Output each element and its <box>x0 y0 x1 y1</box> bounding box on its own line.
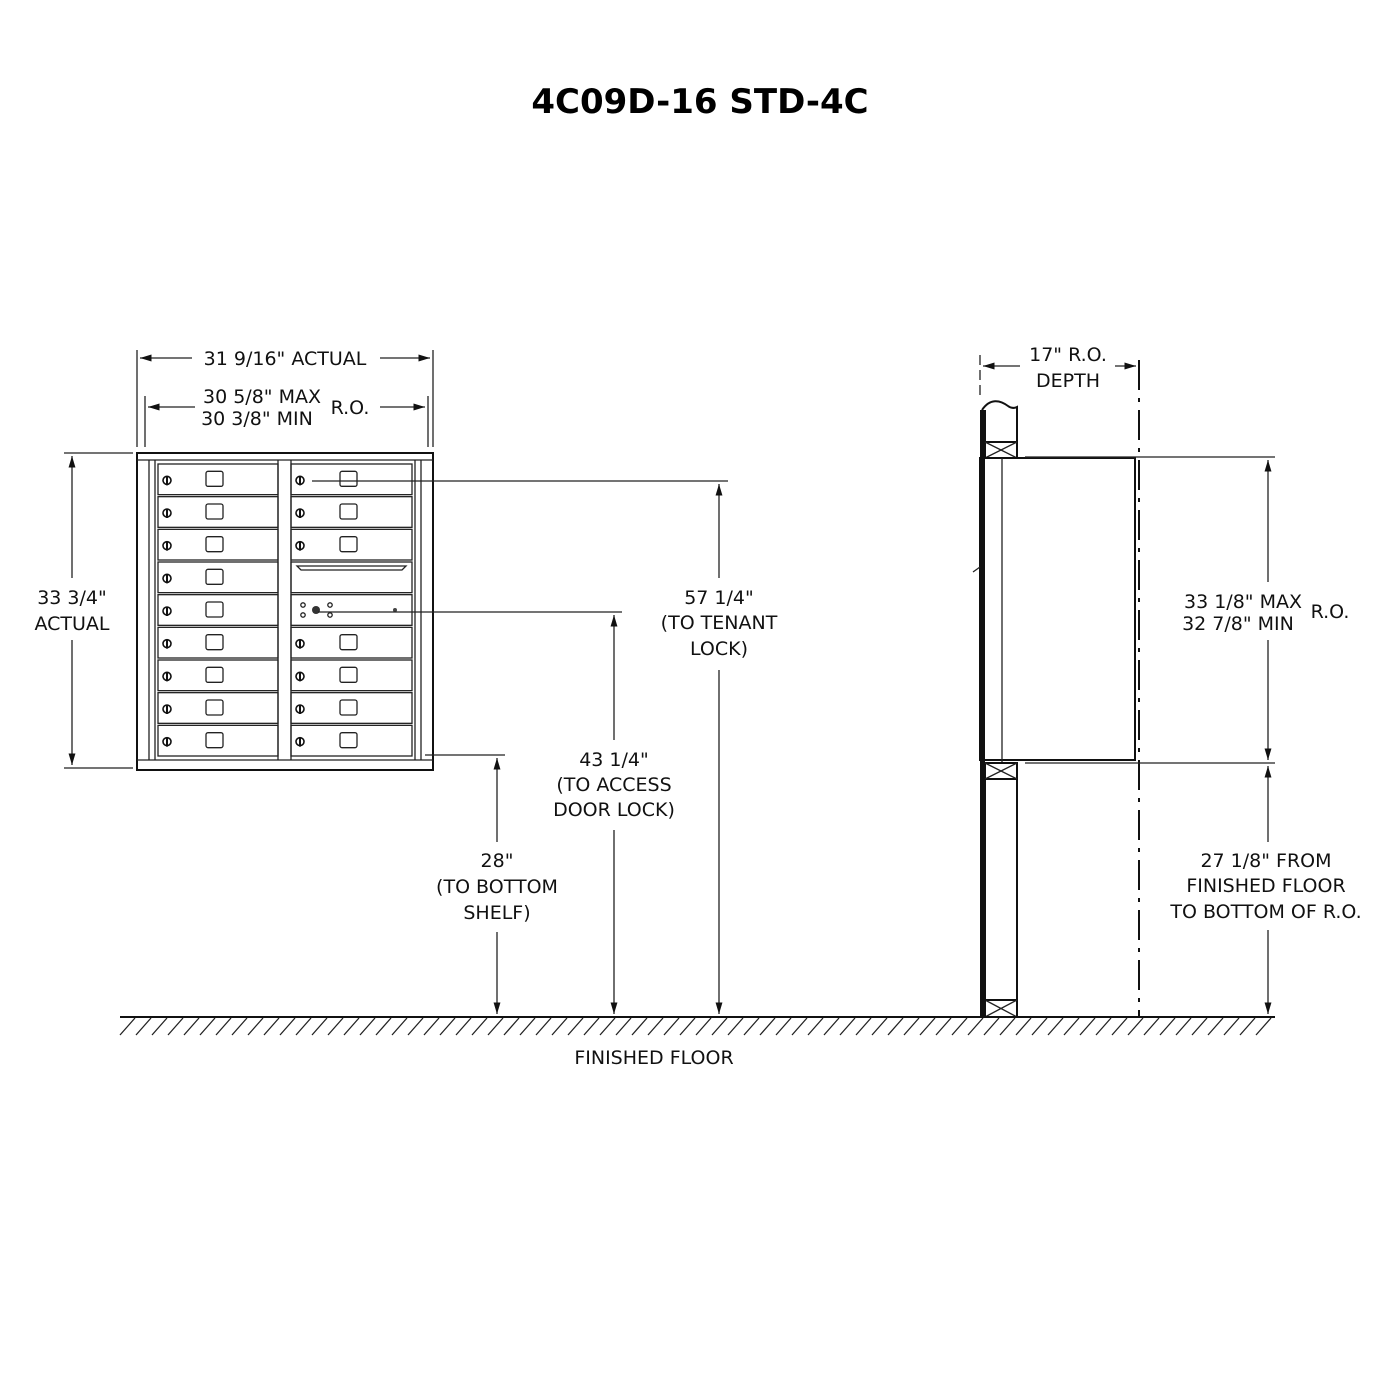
floor-label: FINISHED FLOOR <box>574 1047 733 1069</box>
side-view: 17" R.O. DEPTH 33 1/8" MAX 32 7/8" MIN R… <box>972 344 1362 1018</box>
stud-block-icon <box>984 762 1018 780</box>
width-actual: 31 9/16" ACTUAL <box>204 348 367 370</box>
compartment-door <box>290 692 413 724</box>
compartment-door <box>290 659 413 692</box>
height-actual-label: ACTUAL <box>34 613 109 635</box>
id-window-icon <box>205 666 224 683</box>
ro-height-min: 32 7/8" MIN <box>1182 613 1294 635</box>
id-window-icon <box>339 536 358 553</box>
id-window-icon <box>205 601 224 618</box>
tenant-lock-icon <box>162 704 172 714</box>
id-window-icon <box>205 699 224 716</box>
id-window-icon <box>339 634 358 651</box>
compartment-door <box>157 724 279 757</box>
floor-to-ro-label-1: FINISHED FLOOR <box>1186 875 1345 897</box>
tenant-lock-icon <box>295 508 305 518</box>
compartment-door <box>157 659 279 692</box>
tenant-lock-label-1: (TO TENANT <box>661 612 778 634</box>
tenant-lock-icon <box>295 704 305 714</box>
compartment-door <box>157 528 279 561</box>
compartment-door <box>290 626 413 659</box>
compartment-door <box>157 561 279 594</box>
id-window-icon <box>339 732 358 749</box>
ro-width-label: R.O. <box>331 397 370 419</box>
tenant-lock-icon <box>162 638 172 649</box>
id-window-icon <box>339 699 358 716</box>
stud-block-icon <box>984 999 1018 1018</box>
stud-block-icon <box>984 441 1018 459</box>
id-window-icon <box>205 634 224 651</box>
tenant-lock-icon <box>162 540 172 551</box>
id-window-icon <box>339 503 358 520</box>
compartment-door <box>290 496 413 528</box>
tenant-lock-icon <box>162 508 172 518</box>
tenant-lock-height: 57 1/4" <box>684 587 754 609</box>
compartment-door <box>157 626 279 659</box>
tenant-lock-icon <box>295 475 305 486</box>
ro-width-min: 30 3/8" MIN <box>201 408 313 430</box>
tenant-lock-icon <box>162 475 172 486</box>
tenant-lock-icon <box>162 606 172 616</box>
tenant-lock-label-2: LOCK) <box>690 638 748 660</box>
compartment-door <box>290 528 413 561</box>
compartment-door <box>157 496 279 528</box>
compartment-door <box>157 692 279 724</box>
id-window-icon <box>205 536 224 553</box>
compartment-door <box>157 594 279 626</box>
outgoing-slot-icon <box>295 565 408 571</box>
compartment-grid <box>157 463 413 757</box>
access-lock-label-1: (TO ACCESS <box>556 774 671 796</box>
id-window-icon <box>205 568 224 585</box>
tenant-lock-icon <box>162 573 172 584</box>
finished-floor: FINISHED FLOOR <box>119 1016 1275 1069</box>
tenant-lock-icon <box>162 671 172 682</box>
front-dimensions: 31 9/16" ACTUAL 30 5/8" MAX 30 3/8" MIN … <box>34 348 778 1014</box>
access-lock-height: 43 1/4" <box>579 749 649 771</box>
access-lock-label-2: DOOR LOCK) <box>553 799 675 821</box>
tenant-lock-icon <box>295 736 305 747</box>
height-actual-value: 33 3/4" <box>37 587 107 609</box>
tenant-lock-icon <box>295 671 305 682</box>
bottom-shelf-label-1: (TO BOTTOM <box>436 876 558 898</box>
depth-label: DEPTH <box>1036 370 1100 392</box>
depth-value: 17" R.O. <box>1029 344 1107 366</box>
id-window-icon <box>205 470 224 487</box>
tenant-lock-icon <box>295 638 305 649</box>
id-window-icon <box>339 666 358 683</box>
ro-width-max: 30 5/8" MAX <box>203 386 321 408</box>
floor-to-ro-value: 27 1/8" FROM <box>1200 850 1331 872</box>
access-lock-icon <box>300 602 397 618</box>
compartment-door <box>290 594 413 626</box>
drawing-title: 4C09D-16 STD-4C <box>531 82 868 122</box>
id-window-icon <box>339 470 358 487</box>
id-window-icon <box>205 732 224 749</box>
compartment-door <box>157 463 279 496</box>
compartment-door <box>290 561 413 594</box>
bottom-shelf-height: 28" <box>481 850 514 872</box>
floor-to-ro-label-2: TO BOTTOM OF R.O. <box>1169 901 1361 923</box>
compartment-door <box>290 463 413 496</box>
ro-height-label: R.O. <box>1311 601 1350 623</box>
id-window-icon <box>205 503 224 520</box>
compartment-door <box>290 724 413 757</box>
tenant-lock-icon <box>295 540 305 551</box>
handle-icon <box>972 566 981 573</box>
ro-height-max: 33 1/8" MAX <box>1184 591 1302 613</box>
tenant-lock-icon <box>162 736 172 747</box>
bottom-shelf-label-2: SHELF) <box>463 902 530 924</box>
mailbox-side-profile <box>979 457 1136 761</box>
front-view <box>136 452 434 771</box>
